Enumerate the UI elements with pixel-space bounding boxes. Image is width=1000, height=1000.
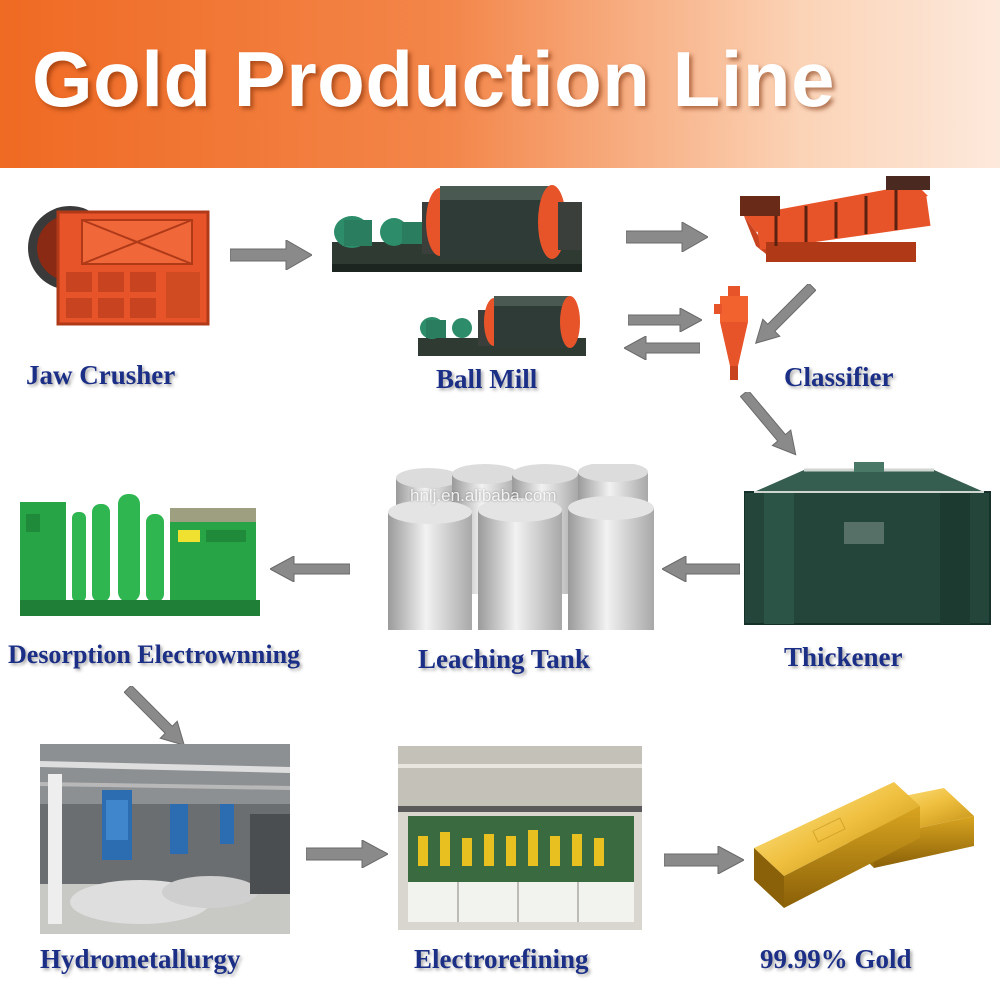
classifier-image [736,176,936,272]
label-desorption-electrowinning: Desorption Electrownning [8,640,301,669]
flow-arrow [124,686,188,748]
flow-arrow [740,392,800,456]
flow-arrow [752,284,816,346]
jaw-crusher-image [22,190,212,330]
flow-arrow [664,846,744,874]
hydrocyclone-image [714,286,754,382]
ball-mill-image [322,176,592,282]
leaching-tank-image [388,464,658,632]
label-electrorefining: Electrorefining [414,944,589,974]
flow-arrow [662,556,740,582]
label-ball-mill: Ball Mill [436,364,538,394]
flow-arrow [306,840,388,868]
page-title: Gold Production Line [32,35,835,123]
thickener-image [744,462,994,626]
label-thickener: Thickener [784,642,903,672]
flow-arrow [628,308,702,332]
label-jaw-crusher: Jaw Crusher [26,360,176,390]
label-hydrometallurgy: Hydrometallurgy [40,944,241,974]
label-classifier: Classifier [784,362,894,392]
flow-arrow [624,336,700,360]
flow-arrow [270,556,350,582]
label-gold: 99.99% Gold [760,944,912,974]
ball-mill-small-image [412,290,592,362]
hydrometallurgy-image [40,744,290,934]
gold-bars-image [744,768,984,918]
desorption-electrowinning-image [20,484,260,620]
watermark-text: hnlj.en.alibaba.com [410,486,557,505]
flow-arrow [626,222,708,252]
label-leaching-tank: Leaching Tank [418,644,590,674]
flow-arrow [230,240,312,270]
electrorefining-image [398,746,642,930]
header-banner: Gold Production Line [0,0,1000,168]
